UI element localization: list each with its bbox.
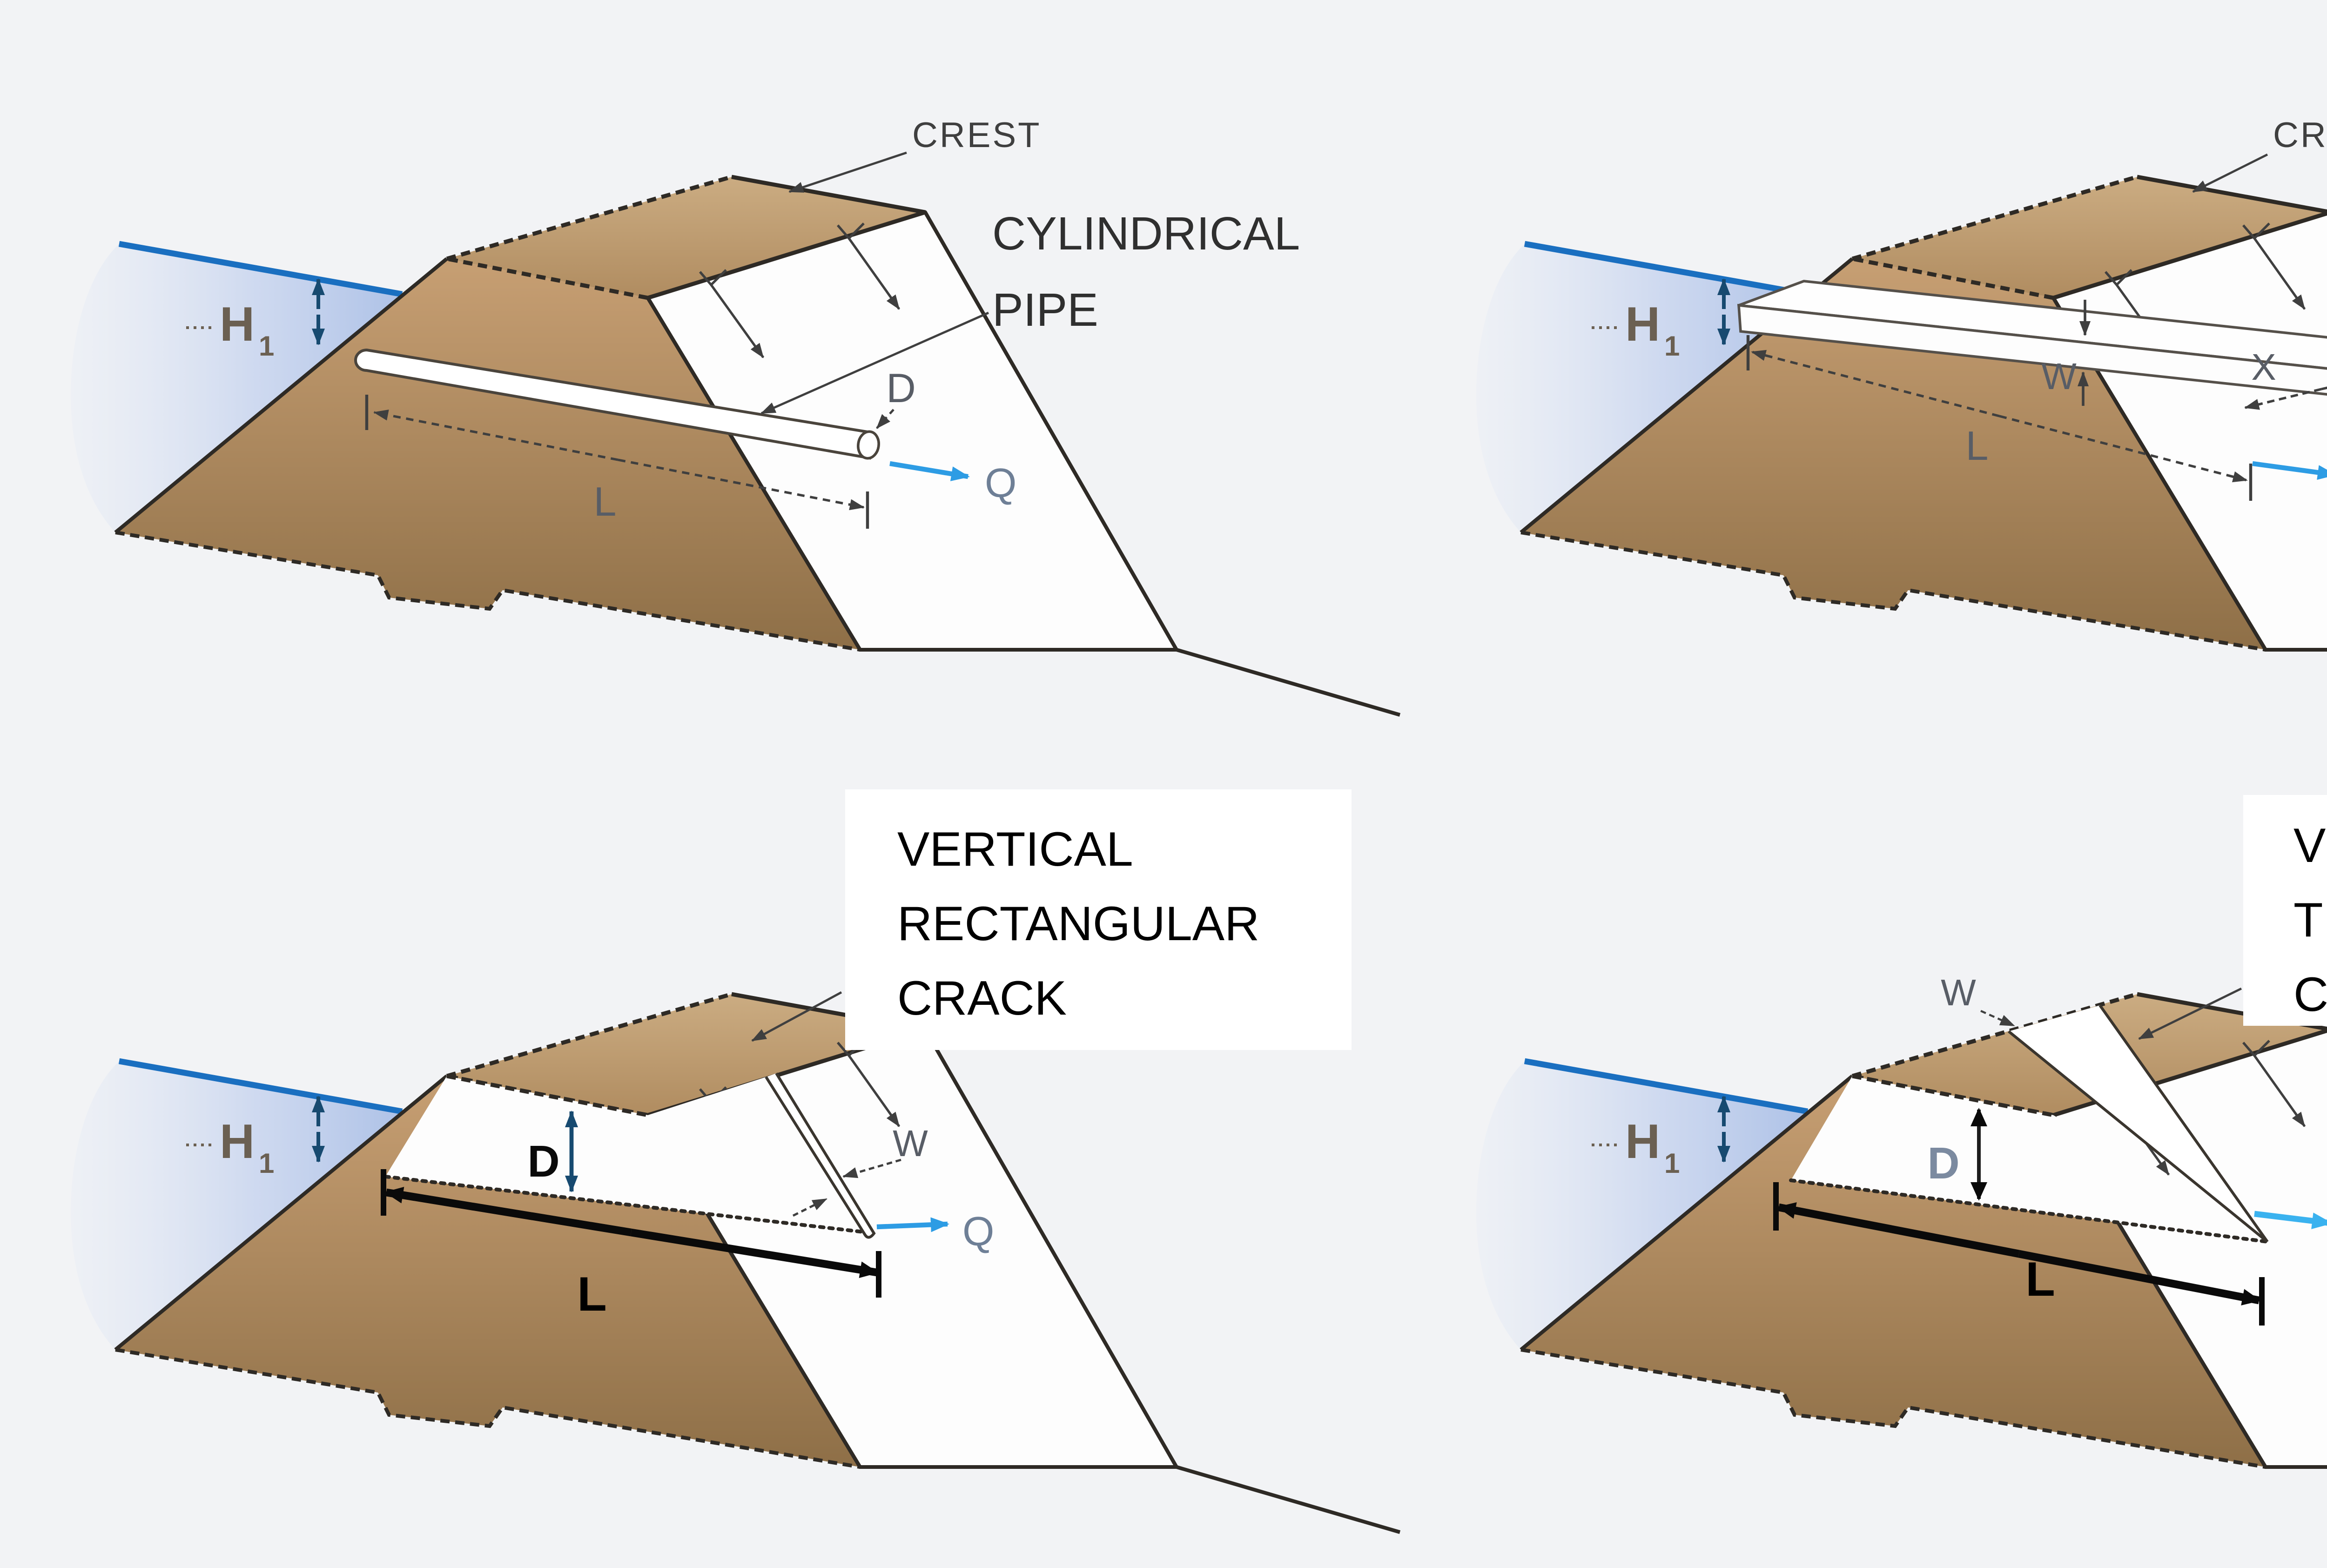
panel-vertical-triangular-crack: H 1 VERTICAL TRIANGULAR CRACK W D L bbox=[1406, 784, 2327, 1568]
crack-triangle-edge bbox=[2098, 1004, 2269, 1243]
h1-subscript: 1 bbox=[259, 1148, 274, 1179]
pipe bbox=[354, 348, 871, 460]
caption-line-1: CYLINDRICAL bbox=[992, 208, 1300, 260]
flow-q-arrow bbox=[2254, 1211, 2327, 1230]
wedge-bottom-dotted bbox=[383, 1175, 869, 1234]
caption-leader-line bbox=[2138, 987, 2242, 1040]
flow-q-label: Q bbox=[962, 1208, 994, 1254]
caption-leader-line bbox=[751, 991, 842, 1042]
length-l-label: L bbox=[594, 478, 617, 525]
dimension-l-arrow bbox=[1751, 350, 2000, 417]
pipe-opening bbox=[857, 430, 880, 460]
dimension-l-arrow bbox=[2018, 1250, 2261, 1306]
width-w-arrow bbox=[842, 1158, 901, 1178]
h1-subscript: 1 bbox=[1664, 330, 1680, 362]
width-w-label: W bbox=[1941, 972, 1976, 1013]
dimension-l-arrow bbox=[1999, 415, 2248, 483]
panel-horizontal-crack: H 1 W X HORIZONTAL CRACK CREST L Q bbox=[1406, 0, 2327, 784]
panel-vertical-rectangular-crack: H 1 VERTICAL RECTANGULAR CRACK W D L bbox=[0, 784, 1406, 1568]
depth-d-label: D bbox=[1927, 1138, 1959, 1188]
panel-cylindrical-pipe: H 1 CREST CYLINDRICAL PIPE D L Q bbox=[0, 0, 1406, 784]
caption-line-2: PIPE bbox=[992, 284, 1098, 336]
x-length-label: X bbox=[2251, 346, 2276, 388]
diameter-d-leader bbox=[876, 409, 894, 429]
caption-line-2: TRIANGULAR bbox=[2293, 893, 2327, 947]
caption-line-2: RECTANGULAR bbox=[897, 897, 1259, 951]
h1-label: H bbox=[1625, 1115, 1660, 1169]
depth-d-label: D bbox=[527, 1137, 559, 1186]
caption-line-3: CRACK bbox=[2293, 968, 2327, 1022]
h1-label: H bbox=[220, 1115, 255, 1169]
x-length-arrow bbox=[2244, 388, 2322, 410]
length-l-label: L bbox=[577, 1267, 607, 1321]
h1-subscript: 1 bbox=[1664, 1148, 1680, 1179]
pipe-leader-line bbox=[760, 311, 989, 415]
dimension-l-arrow bbox=[618, 458, 865, 511]
crest-front-left-edge bbox=[446, 1074, 648, 1117]
caption-line-1: VERTICAL bbox=[897, 822, 1133, 876]
crack-slot bbox=[765, 1072, 876, 1239]
h1-label: H bbox=[220, 297, 255, 351]
caption-box bbox=[845, 789, 1352, 1050]
wedge-bottom-dotted bbox=[1789, 1178, 2269, 1244]
length-l-label: L bbox=[1966, 423, 1989, 469]
crack-triangle-edge bbox=[2008, 1030, 2268, 1243]
length-l-label: L bbox=[2025, 1252, 2055, 1306]
crest-leader-line bbox=[2192, 153, 2268, 193]
caption-box bbox=[2243, 795, 2327, 1026]
crest-label: CREST bbox=[2273, 115, 2327, 155]
flow-q-arrow bbox=[2252, 461, 2327, 480]
crack-wedge-cut bbox=[385, 1076, 868, 1232]
width-w-label: W bbox=[2041, 356, 2077, 397]
width-w-label: W bbox=[893, 1123, 928, 1164]
h1-subscript: 1 bbox=[259, 330, 274, 362]
crack-wedge-cut bbox=[1791, 1076, 2267, 1242]
crest-leader-line bbox=[788, 151, 907, 193]
dimension-l-arrow bbox=[384, 1187, 632, 1237]
crack-slab-front bbox=[1737, 303, 2327, 396]
crest-front-left-edge bbox=[1852, 1074, 2054, 1117]
flow-q-arrow bbox=[876, 1217, 949, 1232]
width-w-arrow bbox=[792, 1198, 827, 1217]
crest-label: CREST bbox=[912, 115, 1042, 155]
h1-label: H bbox=[1625, 297, 1660, 351]
crack-triangle bbox=[2009, 1005, 2267, 1242]
caption-line-1: VERTICAL bbox=[2293, 819, 2327, 873]
caption-line-3: CRACK bbox=[897, 971, 1067, 1025]
dimension-l-arrow bbox=[373, 409, 619, 461]
flow-q-arrow bbox=[889, 461, 970, 481]
flow-q-label: Q bbox=[985, 460, 1016, 506]
dimension-l-arrow bbox=[630, 1228, 879, 1278]
dimension-l-arrow bbox=[1777, 1202, 2020, 1258]
diameter-d-label: D bbox=[886, 365, 916, 411]
width-w-leader bbox=[1980, 1009, 2015, 1027]
